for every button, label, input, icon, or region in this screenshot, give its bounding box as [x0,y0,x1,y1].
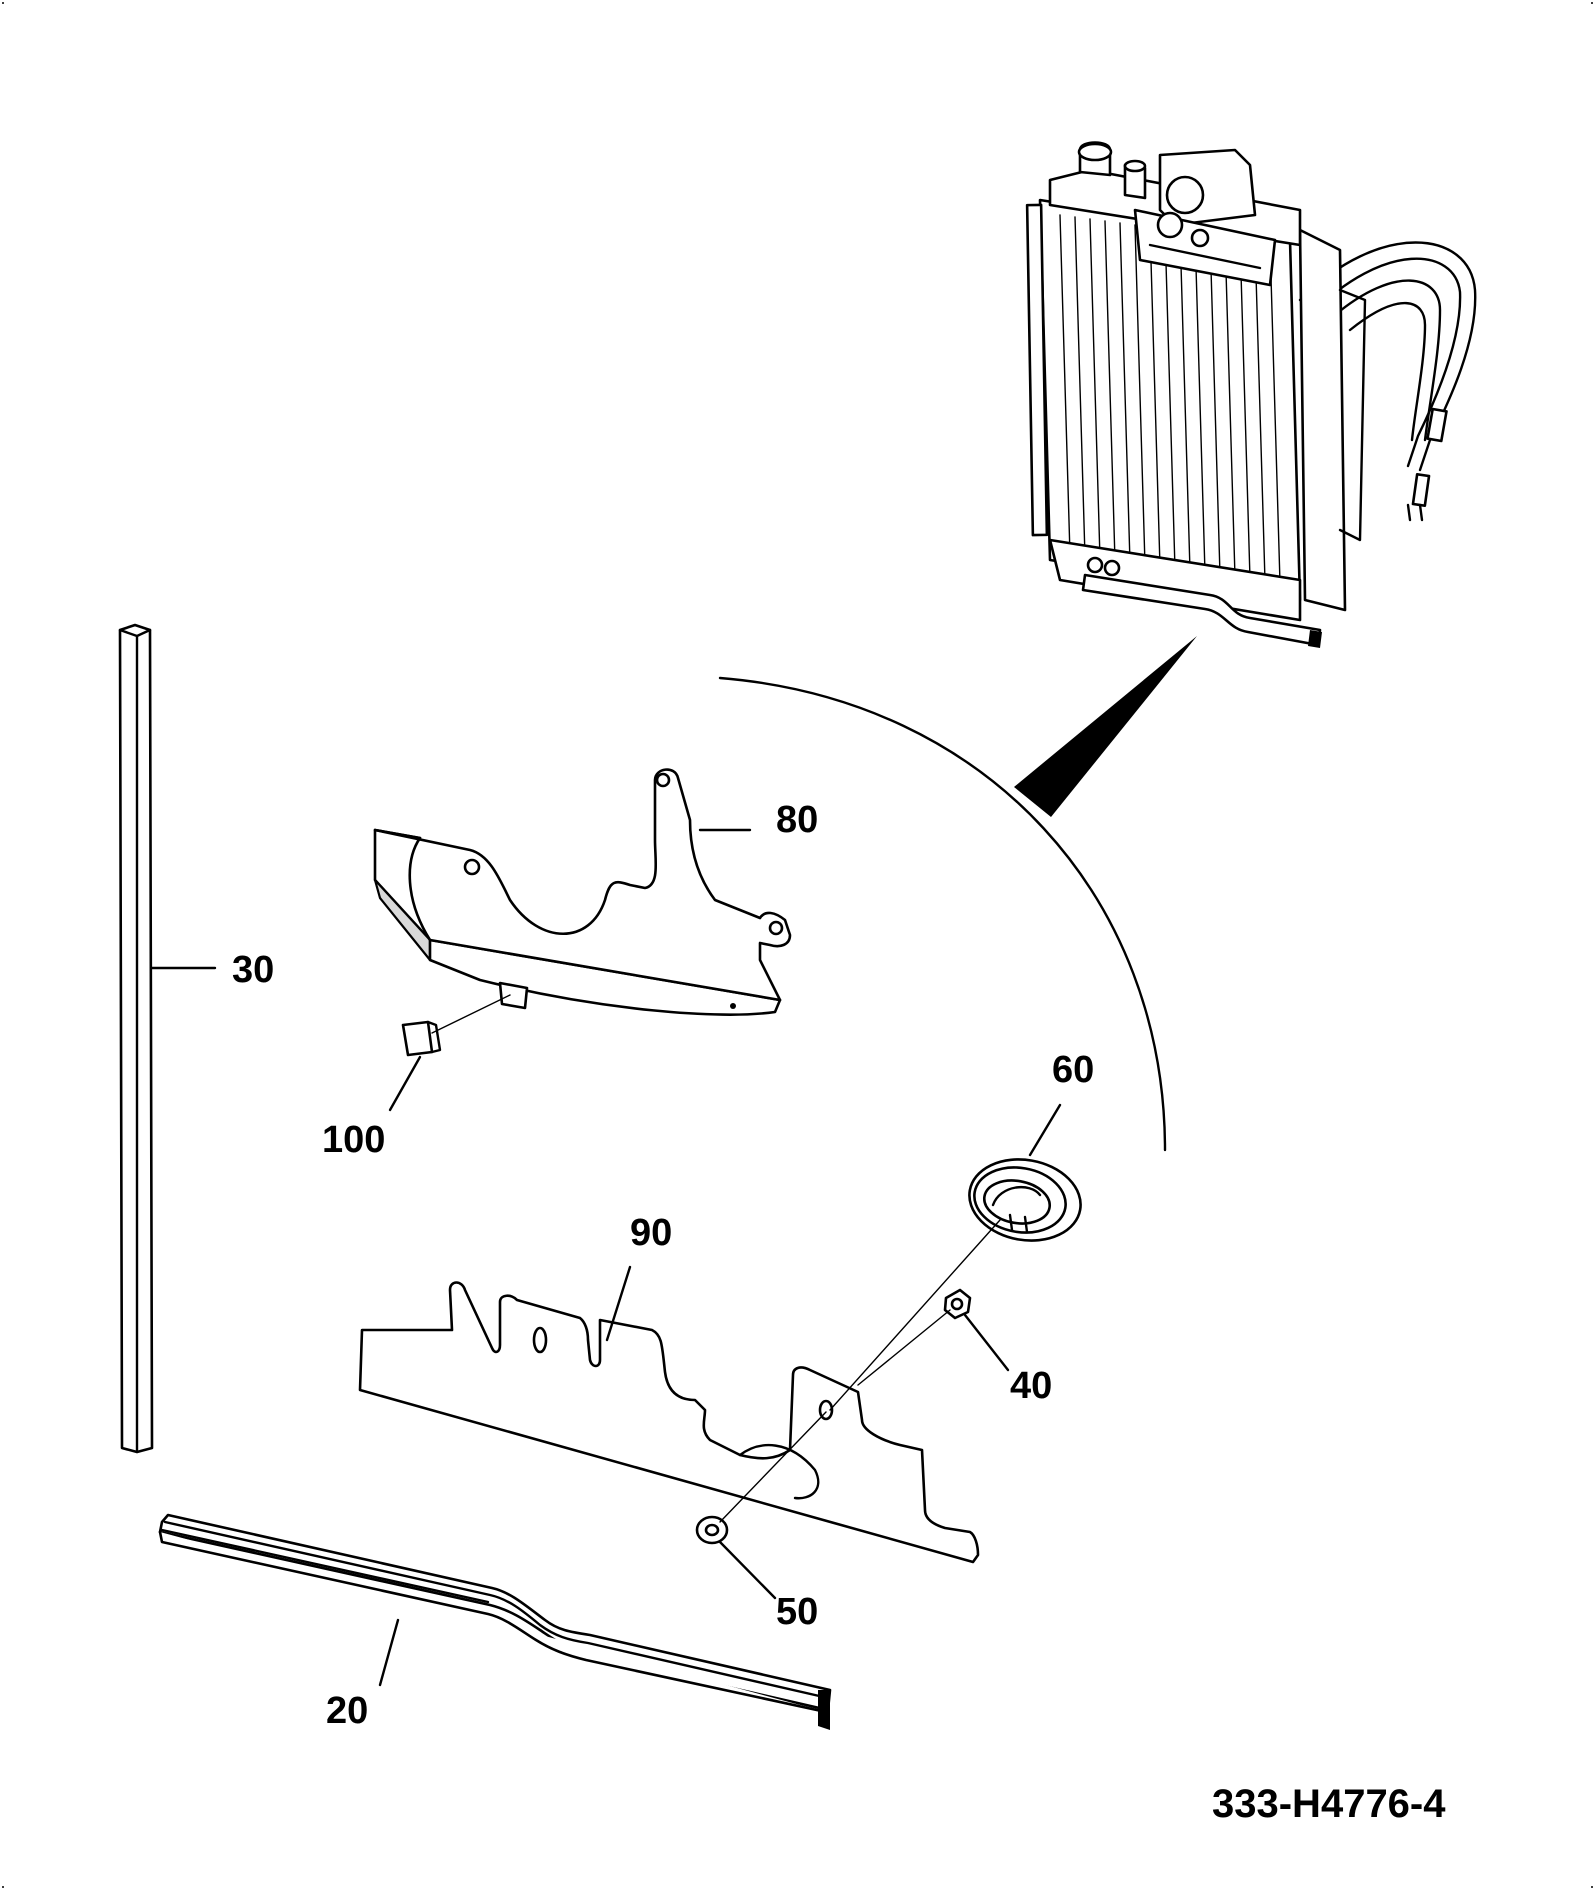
part-40-bolt: 40 [943,1288,1052,1407]
callout-40: 40 [1010,1365,1052,1407]
part-30-vertical-seal: 30 [118,623,274,1454]
part-100-pad: 100 [322,994,511,1161]
callout-80: 80 [776,799,818,841]
leader-90 [605,1265,632,1342]
callout-100: 100 [322,1119,385,1161]
leader-60 [1028,1103,1062,1157]
callout-20: 20 [326,1690,368,1732]
callout-50: 50 [776,1591,818,1633]
part-90-lower-baffle: 90 [358,1212,980,1564]
part-80-upper-baffle: 80 [373,768,818,1016]
callout-30: 30 [232,949,274,991]
part-50-washer: 50 [695,1515,818,1633]
leader-100 [388,1055,422,1112]
radiator-fins [1059,214,1281,584]
part-60-grommet: 60 [968,1049,1094,1242]
callout-60: 60 [1052,1049,1094,1091]
radiator-assembly [1025,141,1477,648]
callout-90: 90 [630,1212,672,1254]
detail-pointer-wedge [1014,636,1197,817]
leader-40 [963,1313,1010,1372]
leader-20 [378,1618,400,1687]
leader-50 [718,1540,777,1600]
assembly-centerlines [719,1219,1001,1523]
drawing-number: 333-H4776-4 [1212,1782,1446,1826]
detail-callout-circle [718,636,1197,1152]
part-20-bottom-seal: 20 [158,1513,832,1732]
